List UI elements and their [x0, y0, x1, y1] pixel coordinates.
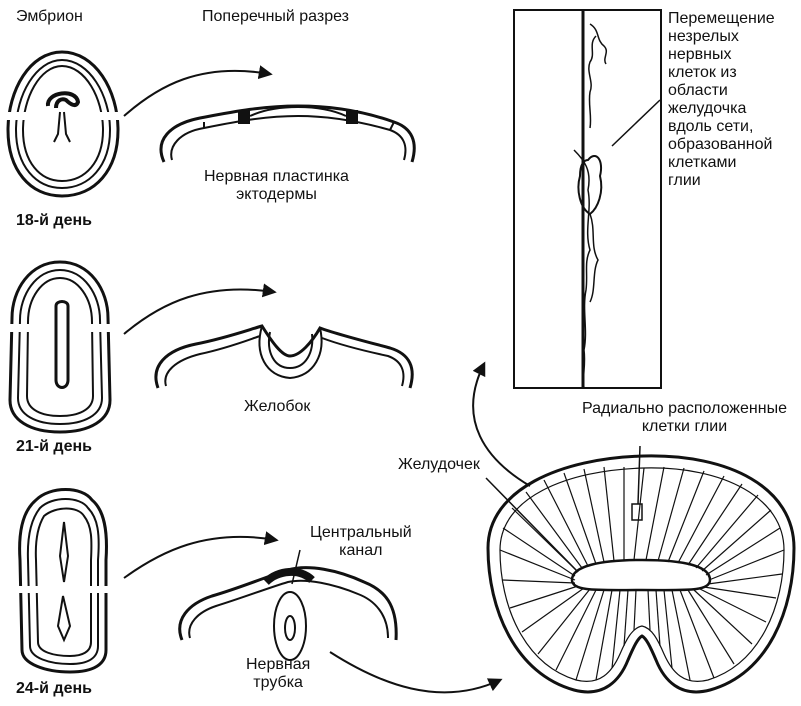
migration-description: Перемещение незрелых нервных клеток из о…	[668, 10, 775, 190]
radial-glia-section-drawing	[488, 456, 794, 692]
migration-inset-drawing	[514, 10, 661, 388]
day24-label: 24-й день	[16, 680, 92, 698]
neural-tube-section-drawing	[180, 568, 396, 660]
cross-section-heading: Поперечный разрез	[202, 8, 349, 26]
day18-label: 18-й день	[16, 212, 92, 230]
radial-glia-label: Радиально расположенные клетки глии	[582, 400, 787, 436]
embryo-heading: Эмбрион	[16, 8, 83, 26]
embryo-day24-drawing	[14, 490, 112, 673]
day21-label: 21-й день	[16, 438, 92, 456]
neural-plate-section-drawing	[161, 106, 414, 162]
groove-label: Желобок	[244, 398, 310, 416]
groove-section-drawing	[156, 326, 412, 388]
neural-tube-label: Нервная трубка	[246, 656, 310, 692]
ventricle-label: Желудочек	[398, 456, 480, 474]
embryo-day18-drawing	[4, 52, 122, 196]
inset-frame	[514, 10, 661, 388]
central-canal-label: Центральный канал	[310, 524, 412, 560]
neural-plate-label: Нервная пластинка эктодермы	[204, 168, 349, 204]
embryo-day21-drawing	[6, 262, 116, 432]
radial-glia-lines	[500, 467, 784, 680]
